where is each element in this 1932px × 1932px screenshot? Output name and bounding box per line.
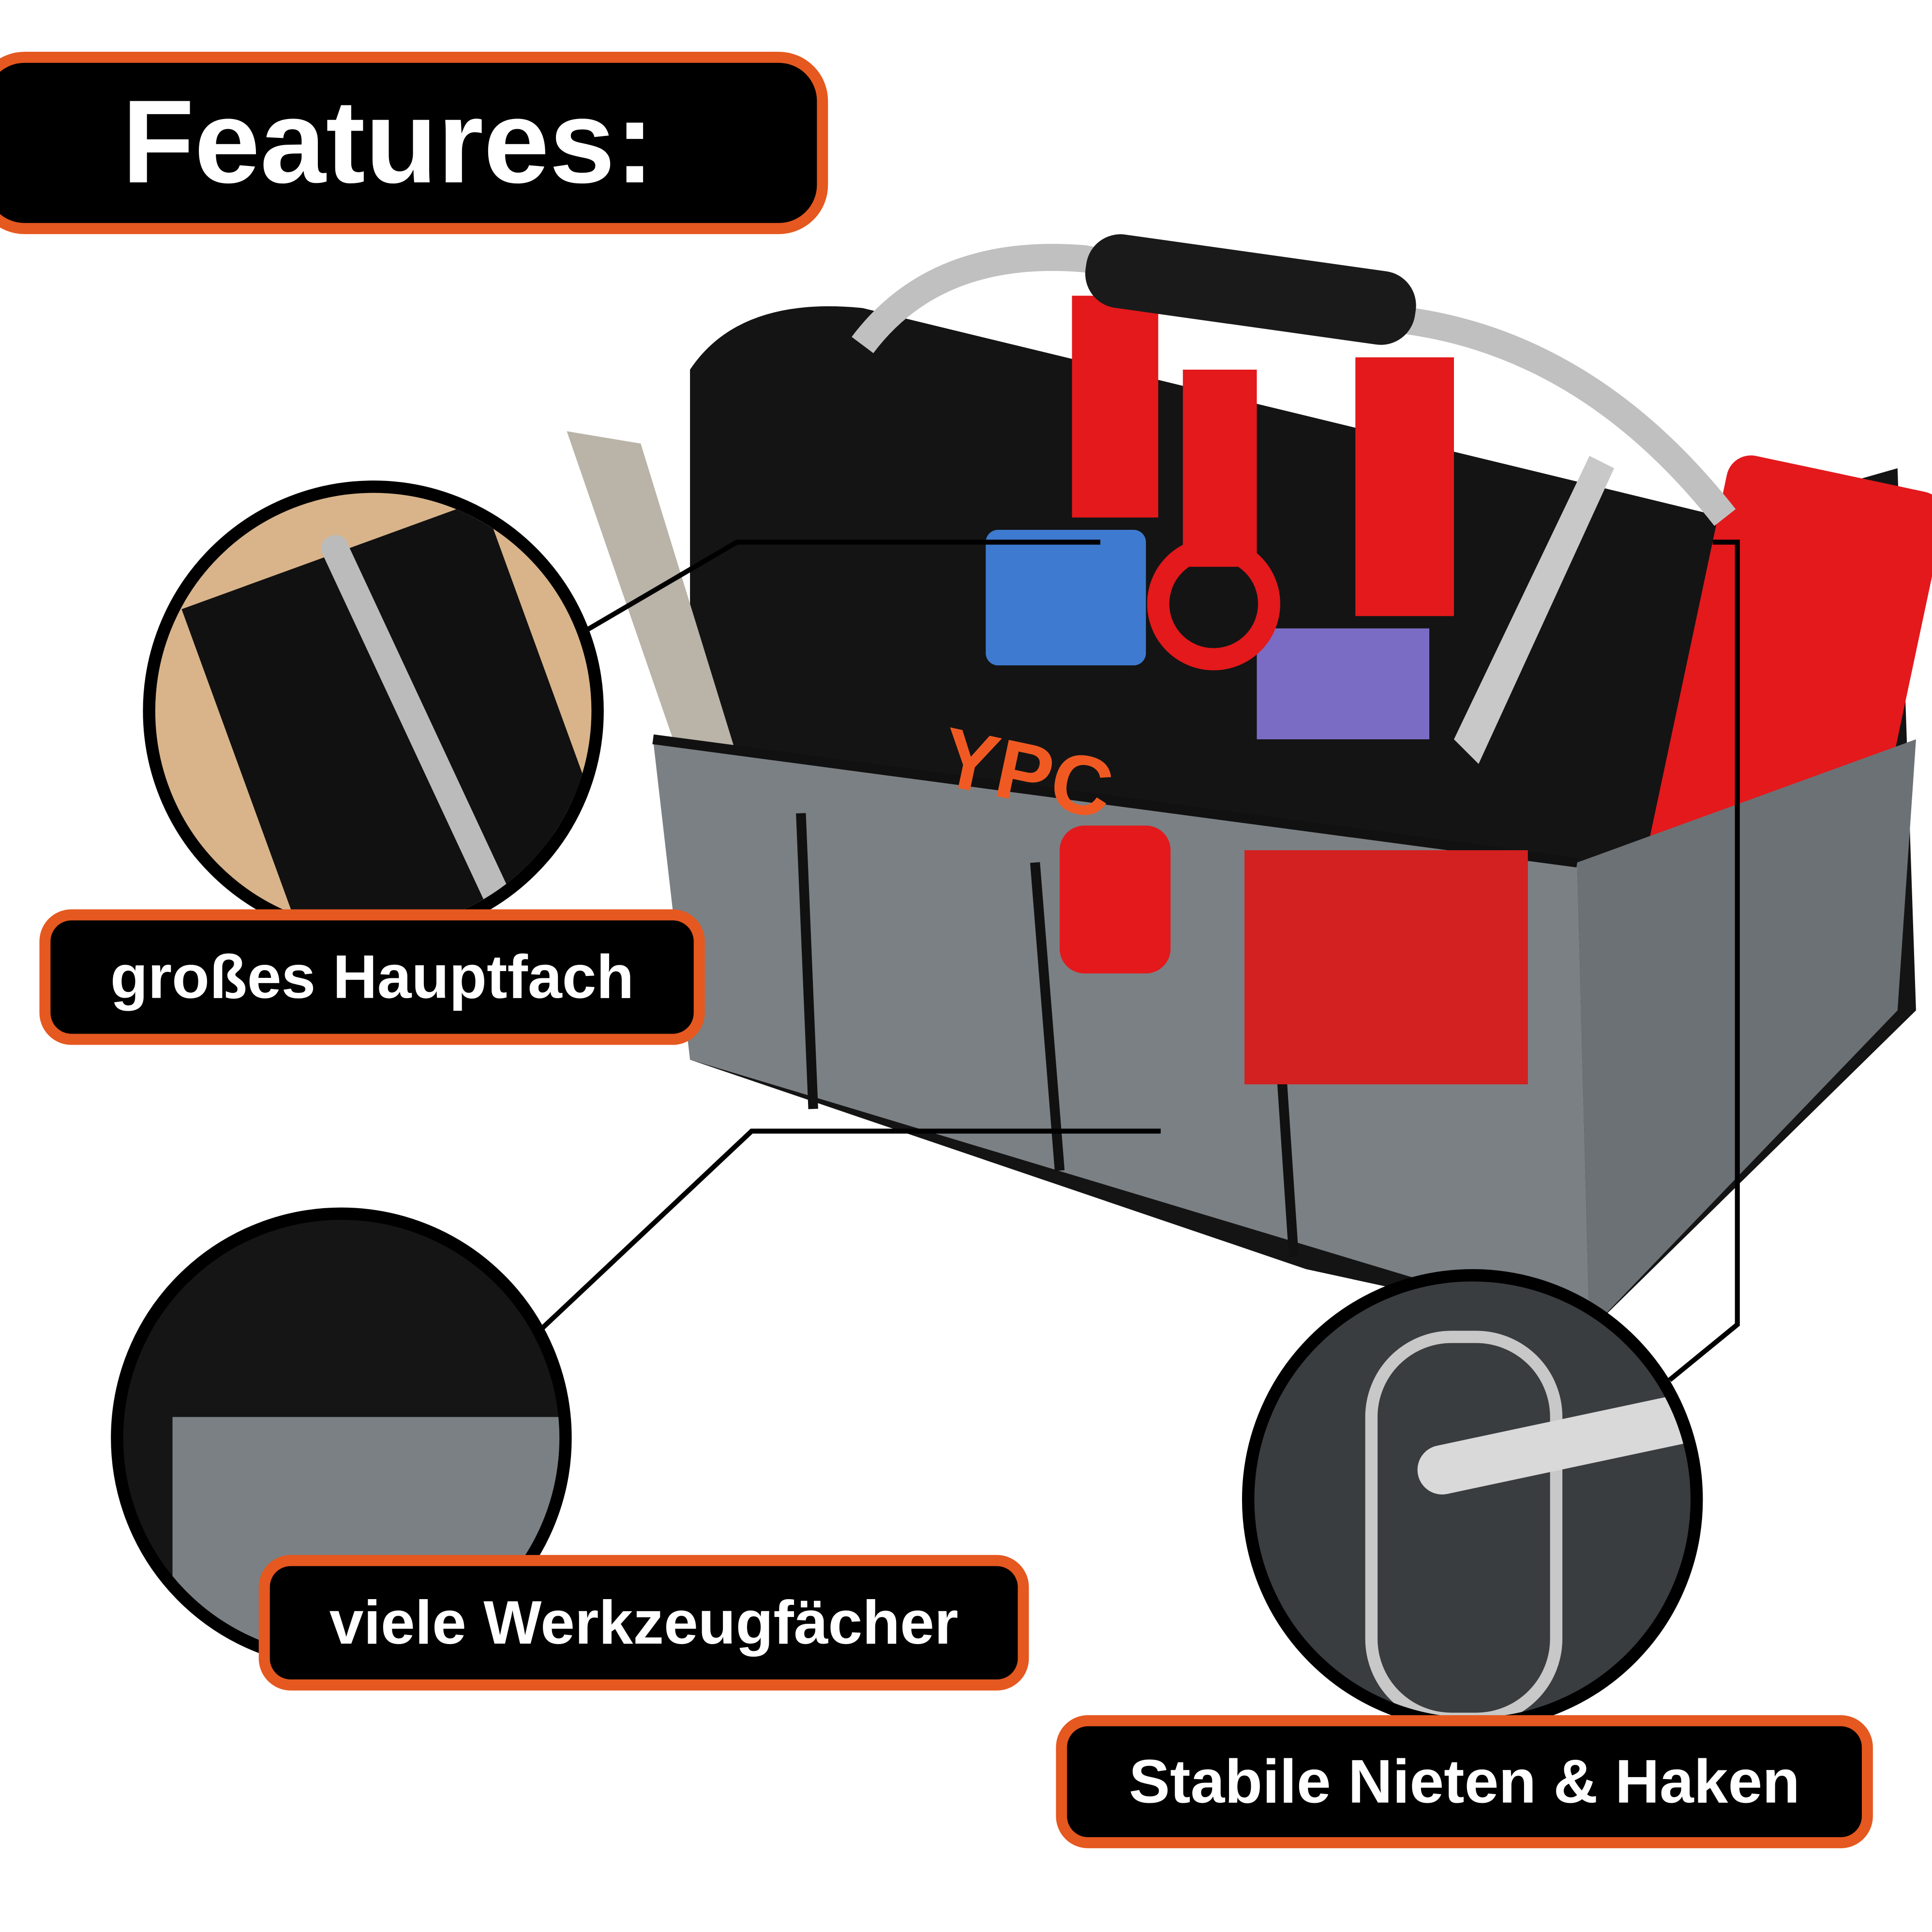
feature-text: großes Hauptfach bbox=[110, 943, 634, 1012]
page-title: Features: bbox=[122, 76, 655, 209]
detail-circle-hooks bbox=[1242, 1269, 1703, 1730]
side-pockets bbox=[1577, 739, 1916, 1331]
parts-box-icon bbox=[1257, 628, 1430, 739]
feature-label-pockets: viele Werkzeugfächer bbox=[258, 1555, 1029, 1691]
stripping-tool-icon bbox=[1355, 357, 1454, 616]
tape-roll-icon bbox=[1147, 537, 1280, 671]
feature-text: Stabile Nieten & Haken bbox=[1129, 1747, 1800, 1816]
feature-label-hooks: Stabile Nieten & Haken bbox=[1056, 1715, 1873, 1848]
pliers-wrench-icon bbox=[567, 431, 739, 789]
leader-line-pockets bbox=[540, 1128, 1161, 1330]
wrench-icon bbox=[1060, 825, 1171, 973]
screwdriver-icon bbox=[1183, 369, 1257, 567]
spanner-set-icon bbox=[1453, 456, 1615, 764]
detail-circle-main-compartment bbox=[143, 480, 604, 942]
stapler-icon bbox=[1244, 850, 1528, 1085]
handle-grip bbox=[1085, 234, 1416, 345]
feature-label-main-compartment: großes Hauptfach bbox=[39, 909, 705, 1045]
screwdriver-icon bbox=[1072, 296, 1158, 518]
pocket-seams bbox=[652, 734, 1578, 1258]
leader-line-main-compartment bbox=[584, 539, 1101, 633]
metal-hook-icon bbox=[1365, 1331, 1563, 1718]
compartment-interior bbox=[181, 499, 592, 929]
multimeter-icon bbox=[986, 530, 1146, 666]
carry-handle bbox=[852, 243, 1736, 526]
features-header: Features: bbox=[0, 51, 828, 234]
feature-text: viele Werkzeugfächer bbox=[329, 1588, 959, 1658]
leader-line-hooks bbox=[1668, 539, 1740, 1382]
